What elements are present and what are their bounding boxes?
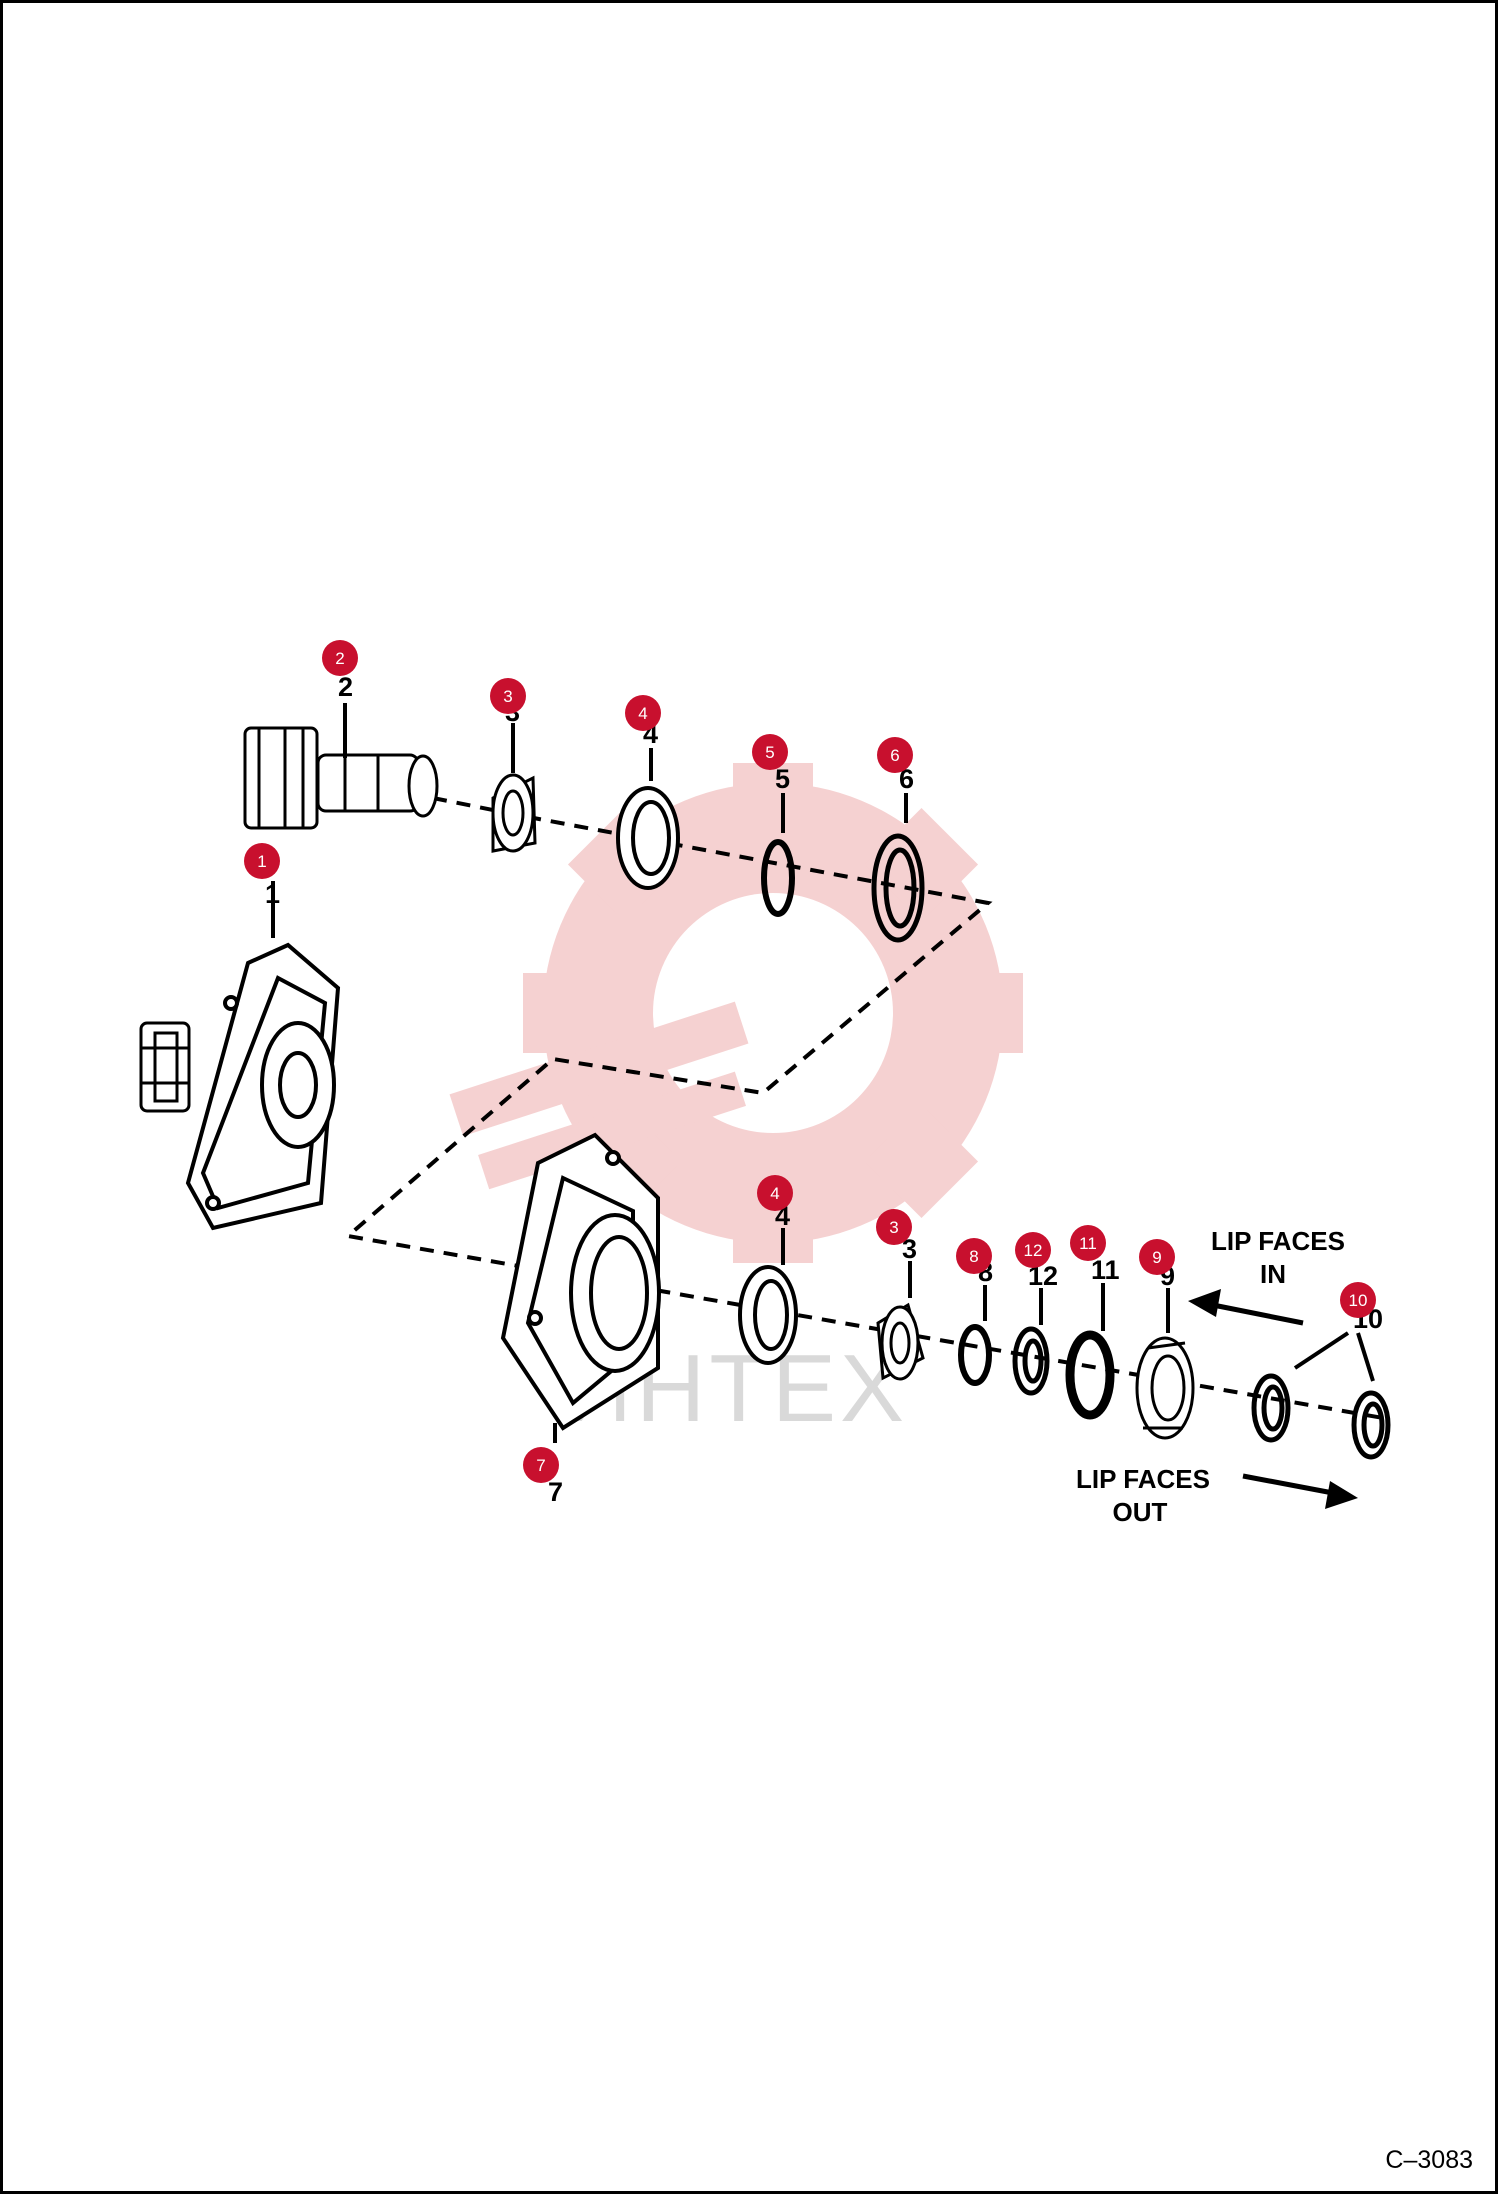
note-line: LIP FACES [1076, 1464, 1210, 1494]
printed-part-numbers: 1 2 3 4 5 6 4 3 8 12 11 9 10 7 [265, 672, 1383, 1507]
callout-12[interactable]: 12 [1015, 1232, 1051, 1268]
part-sprocket-shaft [243, 726, 439, 830]
part-washer-12 [1012, 1326, 1050, 1396]
note-line: IN [1260, 1259, 1286, 1289]
part-race-upper [616, 786, 680, 890]
part-motor-sprocket [139, 1021, 191, 1113]
printed-number: 2 [338, 672, 353, 702]
part-sprocket-9 [1135, 1336, 1195, 1440]
callout-6[interactable]: 6 [877, 737, 913, 773]
callout-label: 10 [1349, 1291, 1368, 1310]
callout-4-lower[interactable]: 4 [757, 1175, 793, 1211]
callout-9[interactable]: 9 [1139, 1239, 1175, 1275]
callout-3-upper[interactable]: 3 [490, 678, 526, 714]
callout-3-lower[interactable]: 3 [876, 1209, 912, 1245]
printed-number: 5 [775, 764, 790, 794]
drawing-code: C–3083 [1385, 2146, 1473, 2174]
note-line: LIP FACES [1211, 1226, 1345, 1256]
printed-number: 6 [899, 764, 914, 794]
callout-label: 2 [335, 649, 344, 668]
callout-11[interactable]: 11 [1070, 1225, 1106, 1261]
callout-1[interactable]: 1 [244, 843, 280, 879]
part-oring-8 [958, 1324, 992, 1386]
part-bearing-lower [876, 1302, 925, 1381]
callout-label: 4 [638, 704, 647, 723]
part-seals-10 [1251, 1373, 1391, 1460]
part-oring-5 [761, 839, 795, 917]
callout-label: 6 [890, 746, 899, 765]
callout-8[interactable]: 8 [956, 1238, 992, 1274]
printed-number: 7 [548, 1477, 563, 1507]
note-lip-faces-in: LIP FACES IN [1211, 1226, 1345, 1289]
arrow-lip-faces-out [1242, 1473, 1358, 1509]
callout-2[interactable]: 2 [322, 640, 358, 676]
callout-label: 1 [257, 852, 266, 871]
printed-number: 11 [1091, 1255, 1120, 1285]
printed-number: 3 [902, 1234, 917, 1264]
leader-lines [271, 703, 1375, 1443]
arrow-lip-faces-in [1188, 1289, 1304, 1326]
part-oring-11 [1065, 1330, 1115, 1420]
part-seal-6 [871, 833, 925, 943]
callout-label: 12 [1024, 1241, 1043, 1260]
note-lip-faces-out: LIP FACES OUT [1076, 1464, 1210, 1527]
callout-label: 9 [1152, 1248, 1161, 1267]
part-motor-housing [185, 942, 341, 1231]
callout-10[interactable]: 10 [1340, 1282, 1376, 1318]
part-race-lower [738, 1265, 798, 1365]
exploded-parts-diagram: ИНТЕХ [139, 640, 1473, 2174]
part-bearing-upper [491, 773, 537, 853]
callout-label: 11 [1079, 1234, 1097, 1253]
callout-label: 7 [536, 1456, 545, 1475]
callout-label: 3 [889, 1218, 898, 1237]
printed-number: 1 [265, 879, 280, 909]
note-line: OUT [1113, 1497, 1168, 1527]
callout-5[interactable]: 5 [752, 734, 788, 770]
part-housing-7 [500, 1132, 661, 1431]
callout-label: 4 [770, 1184, 779, 1203]
callout-7[interactable]: 7 [523, 1447, 559, 1483]
callout-label: 5 [765, 743, 774, 762]
callout-markers: 1 2 3 4 5 6 4 3 [244, 640, 1376, 1483]
callout-4-upper[interactable]: 4 [625, 695, 661, 731]
callout-label: 3 [503, 687, 512, 706]
callout-label: 8 [969, 1247, 978, 1266]
